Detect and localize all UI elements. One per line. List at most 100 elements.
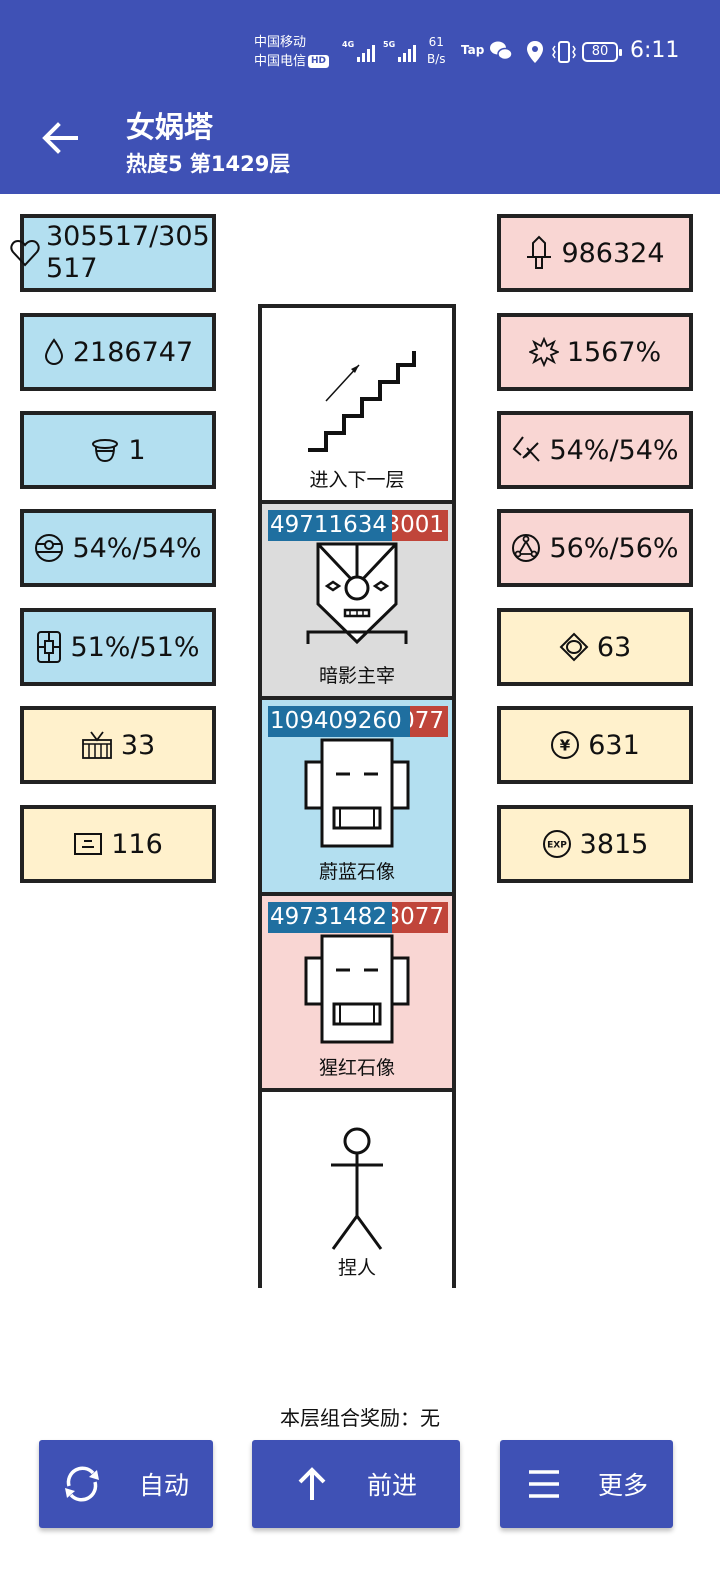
stat-dodge: 54%/54% <box>20 509 216 587</box>
auto-button-label: 自动 <box>139 1471 190 1500</box>
arrow-left-icon <box>42 122 78 154</box>
floor-label: 猩红石像 <box>318 1057 395 1079</box>
carrier-1: 中国移动 <box>254 35 307 50</box>
yen-coin-icon: ¥ <box>551 731 580 759</box>
enemy-hp-remainder: 3077 <box>385 904 444 930</box>
stat-gem: 63 <box>497 608 693 686</box>
stat-mana-value: 2186747 <box>72 336 194 368</box>
scroll-icon <box>74 833 103 855</box>
stat-block-value: 51%/51% <box>70 631 200 663</box>
signal-4g-icon: 4G <box>342 40 376 62</box>
statue-icon <box>304 738 410 848</box>
stat-gold-value: 631 <box>588 729 640 761</box>
net-speed-value: 61 <box>428 35 444 49</box>
stat-exp: EXP 3815 <box>497 805 693 883</box>
svg-text:EXP: EXP <box>547 841 567 851</box>
floor-player[interactable]: 捏人 <box>262 1092 452 1288</box>
stat-scroll-value: 116 <box>111 828 163 860</box>
heart-icon <box>10 239 40 267</box>
net-speed: 61 B/s <box>427 34 446 68</box>
signal-5g-label: 5G <box>383 40 396 49</box>
floor-label: 暗影主宰 <box>318 665 395 687</box>
more-button[interactable]: 更多 <box>500 1440 673 1528</box>
stat-hp-value: 305517/305517 <box>46 221 210 284</box>
stat-block: 51%/51% <box>20 608 216 686</box>
stat-crit-value: 1567% <box>566 336 662 368</box>
stat-gem-value: 63 <box>596 631 632 663</box>
diamond-icon <box>559 632 589 662</box>
enemy-hp-bar: 3077 49731482 <box>268 902 448 933</box>
stat-basket: 33 <box>20 706 216 784</box>
more-button-label: 更多 <box>598 1471 649 1500</box>
floor-next-level[interactable]: 进入下一层 <box>262 308 452 504</box>
stat-pierce: 54%/54% <box>497 411 693 489</box>
stat-triad-value: 56%/56% <box>549 532 679 564</box>
stairs-icon <box>308 351 416 452</box>
stat-scroll: 116 <box>20 805 216 883</box>
signal-5g-icon: 5G <box>383 40 417 62</box>
shadow-lord-icon <box>306 542 408 645</box>
net-speed-unit: B/s <box>427 52 446 66</box>
stat-triad: 56%/56% <box>497 509 693 587</box>
menu-icon <box>529 1470 559 1498</box>
burst-icon <box>528 337 559 367</box>
floor-combo-reward: 本层组合奖励：无 <box>280 1406 440 1430</box>
taptap-icon: Tap <box>461 43 485 57</box>
stat-basket-value: 33 <box>120 729 156 761</box>
enemy-hp-value: 49711634 <box>270 510 393 541</box>
vibrate-icon <box>552 41 576 63</box>
floor-enemy[interactable]: 077 109409260 蔚蓝石像 <box>262 700 452 896</box>
stat-attack: 986324 <box>497 214 693 292</box>
stat-attack-value: 986324 <box>561 237 665 269</box>
slash-icon <box>513 436 541 462</box>
floor-enemy[interactable]: 3077 49731482 猩红石像 <box>262 896 452 1092</box>
stat-dodge-value: 54%/54% <box>72 532 202 564</box>
clock: 6:11 <box>630 38 680 63</box>
enemy-hp-remainder: 3001 <box>385 512 444 538</box>
auto-button[interactable]: 自动 <box>39 1440 213 1528</box>
exp-icon: EXP <box>542 830 571 858</box>
svg-text:¥: ¥ <box>560 737 571 755</box>
shield-orb-icon <box>35 534 64 562</box>
tower-column: 进入下一层 3001 49711634 暗影主宰 <box>258 304 456 1288</box>
signal-4g-label: 4G <box>342 40 355 49</box>
drop-icon <box>44 338 63 366</box>
hd-badge: HD <box>308 55 330 68</box>
advance-button-label: 前进 <box>367 1471 418 1500</box>
armor-plate-icon <box>37 631 62 663</box>
wechat-icon <box>490 41 513 61</box>
stat-pierce-value: 54%/54% <box>549 434 679 466</box>
floor-label: 进入下一层 <box>309 469 405 491</box>
stat-helmet: 1 <box>20 411 216 489</box>
enemy-hp-value: 49731482 <box>270 902 393 933</box>
stat-gold: ¥ 631 <box>497 706 693 784</box>
carrier-2: 中国电信 <box>254 54 307 69</box>
stat-hp: 305517/305517 <box>10 214 216 292</box>
enemy-hp-value: 109409260 <box>270 706 411 737</box>
stat-helmet-value: 1 <box>128 434 146 466</box>
basket-icon <box>81 731 112 759</box>
floor-label: 捏人 <box>337 1257 376 1279</box>
statue-icon <box>304 934 410 1044</box>
stickman-icon <box>331 1127 383 1250</box>
page-subtitle: 热度5 第1429层 <box>126 152 291 176</box>
stat-exp-value: 3815 <box>579 828 649 860</box>
battery-icon: 80 <box>582 42 622 62</box>
advance-button[interactable]: 前进 <box>252 1440 460 1528</box>
floor-label: 蔚蓝石像 <box>318 861 395 883</box>
arrow-up-icon <box>298 1467 326 1500</box>
sword-icon <box>527 235 552 269</box>
helmet-icon <box>92 439 119 463</box>
triad-icon <box>512 534 541 562</box>
stat-mana: 2186747 <box>20 313 216 391</box>
stat-crit: 1567% <box>497 313 693 391</box>
refresh-icon <box>65 1466 99 1502</box>
enemy-hp-bar: 077 109409260 <box>268 706 448 737</box>
page-title: 女娲塔 <box>126 110 214 144</box>
floor-enemy[interactable]: 3001 49711634 暗影主宰 <box>262 504 452 700</box>
back-button[interactable] <box>38 118 82 158</box>
enemy-hp-bar: 3001 49711634 <box>268 510 448 541</box>
